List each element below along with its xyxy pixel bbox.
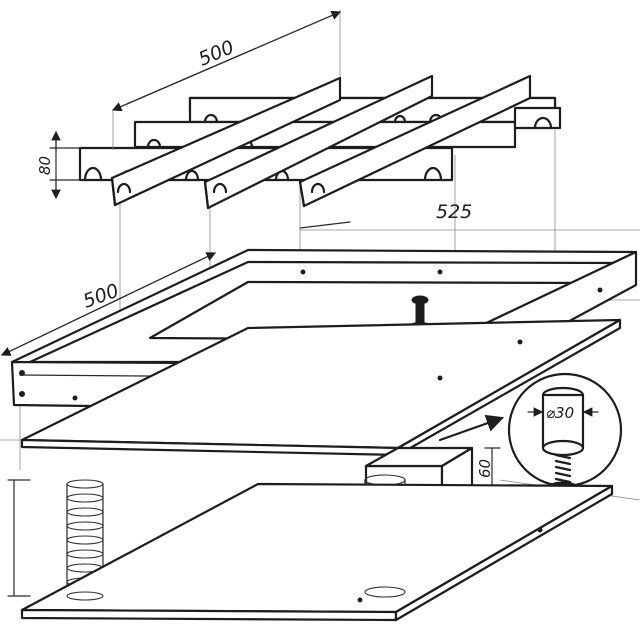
dimension-spring-height xyxy=(7,479,31,597)
dimension-grid-height: 80 xyxy=(36,130,83,200)
base-plate xyxy=(20,482,614,622)
grid-grate: 500 80 xyxy=(36,10,562,210)
detail-callout: ⌀30 xyxy=(507,372,623,491)
frame-width-label: 525 xyxy=(436,201,472,223)
dimension-frame-width: 525 xyxy=(299,201,472,229)
dimension-vibrator-height: 60 xyxy=(476,447,501,487)
vibration-plate xyxy=(20,318,622,457)
frame-length-label: 500 xyxy=(80,280,122,313)
grid-height-label: 80 xyxy=(36,156,54,175)
bolt-diameter-label: ⌀30 xyxy=(546,404,574,422)
grid-cross-strips xyxy=(110,74,532,210)
vibrator-height-label: 60 xyxy=(476,459,494,478)
